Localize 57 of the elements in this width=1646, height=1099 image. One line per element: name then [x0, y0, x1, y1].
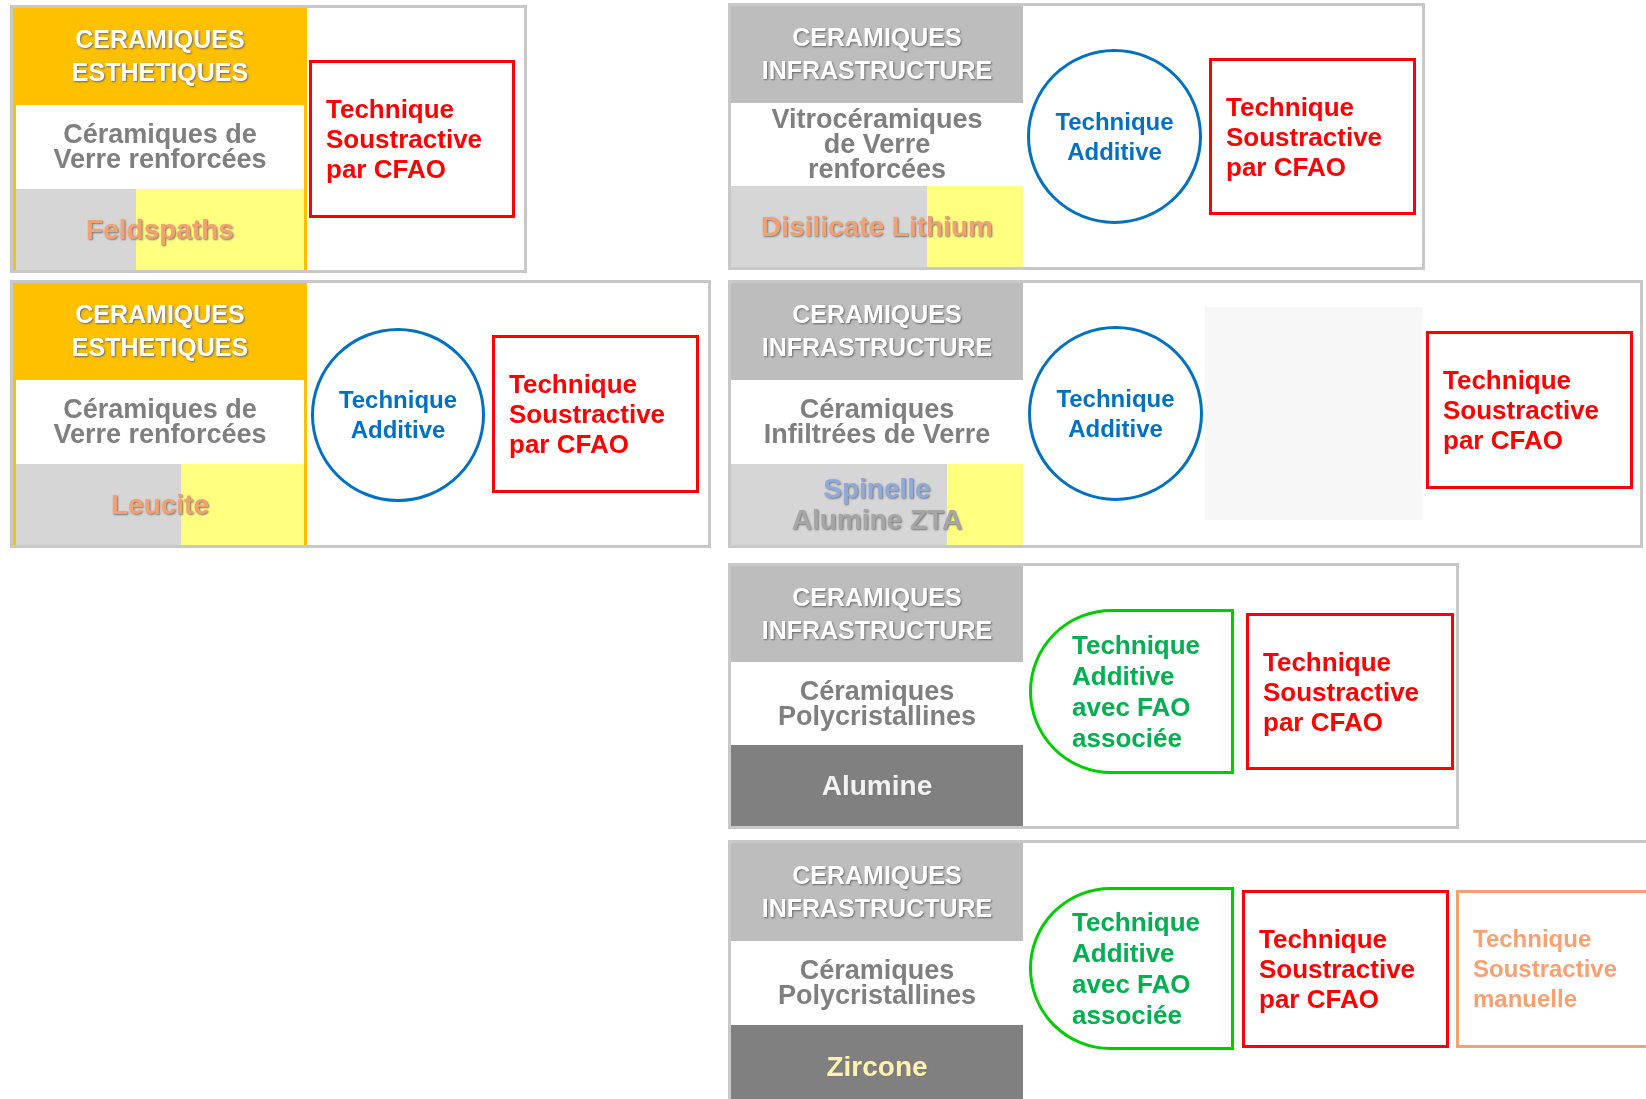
material-band: [731, 745, 1023, 826]
technique-box: [1426, 331, 1633, 489]
subtitle-band: [13, 379, 307, 464]
panel-frame: [728, 840, 1646, 1099]
header-band: [731, 283, 1023, 380]
panel-frame: [10, 5, 527, 273]
ceramic-family: Vitrocéramiques de Verre renforcées: [770, 106, 984, 182]
technique-label: Technique Soustractive par CFAO: [326, 94, 484, 184]
technique-label: Technique Soustractive par CFAO: [1226, 91, 1384, 182]
header-band: [13, 8, 307, 105]
header-band: [731, 566, 1023, 663]
technique-label: Technique Soustractive manuelle: [1473, 924, 1619, 1014]
category-title: CERAMIQUES INFRASTRUCTURE: [760, 299, 994, 364]
technique-label: Technique Soustractive par CFAO: [1263, 646, 1421, 737]
technique-label: Technique Additive avec FAO associée: [1072, 629, 1202, 754]
technique-box: [1209, 58, 1416, 215]
technique-box: [309, 60, 515, 218]
category-title: CERAMIQUES INFRASTRUCTURE: [760, 859, 994, 924]
panel-frame: [728, 563, 1459, 829]
panel-frame: [10, 280, 711, 548]
technique-label: Technique Additive: [1055, 383, 1176, 444]
technique-label: Technique Soustractive par CFAO: [1259, 924, 1417, 1014]
panel-frame: [728, 280, 1643, 548]
material-name: Zircone: [826, 1050, 928, 1082]
technique-label: Technique Additive: [337, 385, 459, 445]
material-band: [731, 186, 1023, 267]
material-band: [13, 463, 307, 545]
category-title: CERAMIQUES ESTHETIQUES: [70, 24, 250, 89]
header-band: [13, 283, 307, 380]
material-name: Spinelle: [823, 473, 931, 505]
technique-label: Technique Additive: [1054, 106, 1175, 167]
material-band: [731, 463, 1023, 545]
subtitle-band: [13, 104, 307, 189]
material-name: Alumine: [821, 770, 933, 802]
header-band: [731, 6, 1023, 103]
ceramic-family: Céramiques Polycristallines: [776, 957, 978, 1008]
technique-label: Technique Soustractive par CFAO: [509, 369, 667, 459]
technique-label: Technique Soustractive par CFAO: [1443, 365, 1601, 455]
header-band: [731, 843, 1023, 941]
category-title: CERAMIQUES INFRASTRUCTURE: [760, 582, 994, 647]
technique-box: [492, 335, 699, 493]
category-title: CERAMIQUES INFRASTRUCTURE: [760, 22, 994, 87]
technique-box: [1456, 890, 1646, 1048]
technique-d-shape: [1029, 609, 1234, 774]
panel-frame: [728, 3, 1425, 270]
technique-box: [1242, 890, 1449, 1048]
ceramic-family: Céramiques de Verre renforcées: [52, 121, 268, 172]
ceramic-family: Céramiques de Verre renforcées: [52, 396, 268, 447]
technique-circle: [1027, 49, 1202, 224]
technique-circle: [311, 328, 485, 502]
technique-d-shape: [1029, 887, 1234, 1050]
technique-label: Technique Additive avec FAO associée: [1072, 906, 1202, 1031]
technique-box: [1246, 613, 1454, 770]
ceramic-family: Céramiques Infiltrées de Verre: [762, 396, 992, 447]
category-title: CERAMIQUES ESTHETIQUES: [70, 299, 250, 364]
material-band: [731, 1025, 1023, 1099]
ceramic-family: Céramiques Polycristallines: [776, 678, 978, 729]
